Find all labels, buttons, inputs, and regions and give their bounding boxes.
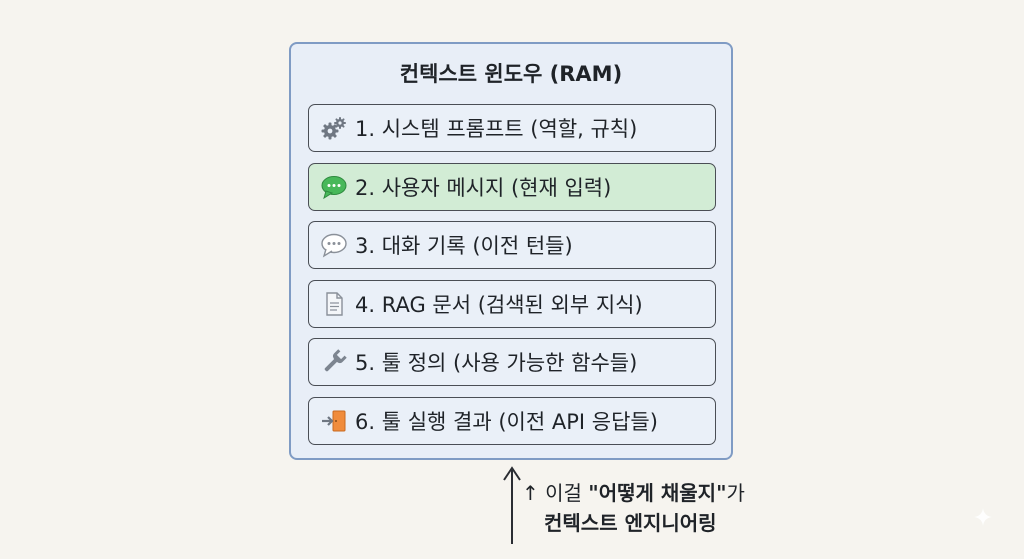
- list-item-user-message: 2. 사용자 메시지 (현재 입력): [308, 163, 716, 211]
- sparkle-icon: [974, 508, 992, 526]
- up-arrow-icon: [503, 466, 521, 544]
- list-item-conversation-history: 3. 대화 기록 (이전 턴들): [308, 221, 716, 269]
- chat-bubble-green-icon: [319, 174, 349, 200]
- list-item-system-prompt: 1. 시스템 프롬프트 (역할, 규칙): [308, 104, 716, 152]
- context-window-panel: 컨텍스트 윈도우 (RAM) 1. 시스템: [289, 42, 733, 460]
- gears-icon: [319, 115, 349, 141]
- list-item-tool-definitions: 5. 툴 정의 (사용 가능한 함수들): [308, 338, 716, 386]
- wrench-icon: [319, 349, 349, 375]
- note-prefix: ↑ 이걸: [522, 481, 589, 505]
- chat-bubble-icon: [319, 232, 349, 258]
- list-item-label: 3. 대화 기록 (이전 턴들): [355, 234, 573, 258]
- enter-door-icon: [319, 408, 349, 434]
- list-item-tool-results: 6. 툴 실행 결과 (이전 API 응답들): [308, 397, 716, 445]
- list-item-label: 2. 사용자 메시지 (현재 입력): [355, 176, 612, 200]
- note-line2: 컨텍스트 엔지니어링: [544, 511, 717, 535]
- list-item-label: 1. 시스템 프롬프트 (역할, 규칙): [355, 117, 638, 141]
- note-emphasis: "어떻게 채울지": [588, 481, 727, 505]
- note-suffix: 가: [726, 481, 745, 505]
- panel-title: 컨텍스트 윈도우 (RAM): [399, 62, 623, 86]
- list-item-label: 5. 툴 정의 (사용 가능한 함수들): [355, 351, 638, 375]
- list-item-label: 4. RAG 문서 (검색된 외부 지식): [355, 293, 643, 317]
- list-item-rag-documents: 4. RAG 문서 (검색된 외부 지식): [308, 280, 716, 328]
- document-icon: [319, 291, 349, 317]
- list-item-label: 6. 툴 실행 결과 (이전 API 응답들): [355, 410, 658, 434]
- annotation-note: ↑ 이걸 "어떻게 채울지"가 컨텍스트 엔지니어링: [522, 478, 745, 538]
